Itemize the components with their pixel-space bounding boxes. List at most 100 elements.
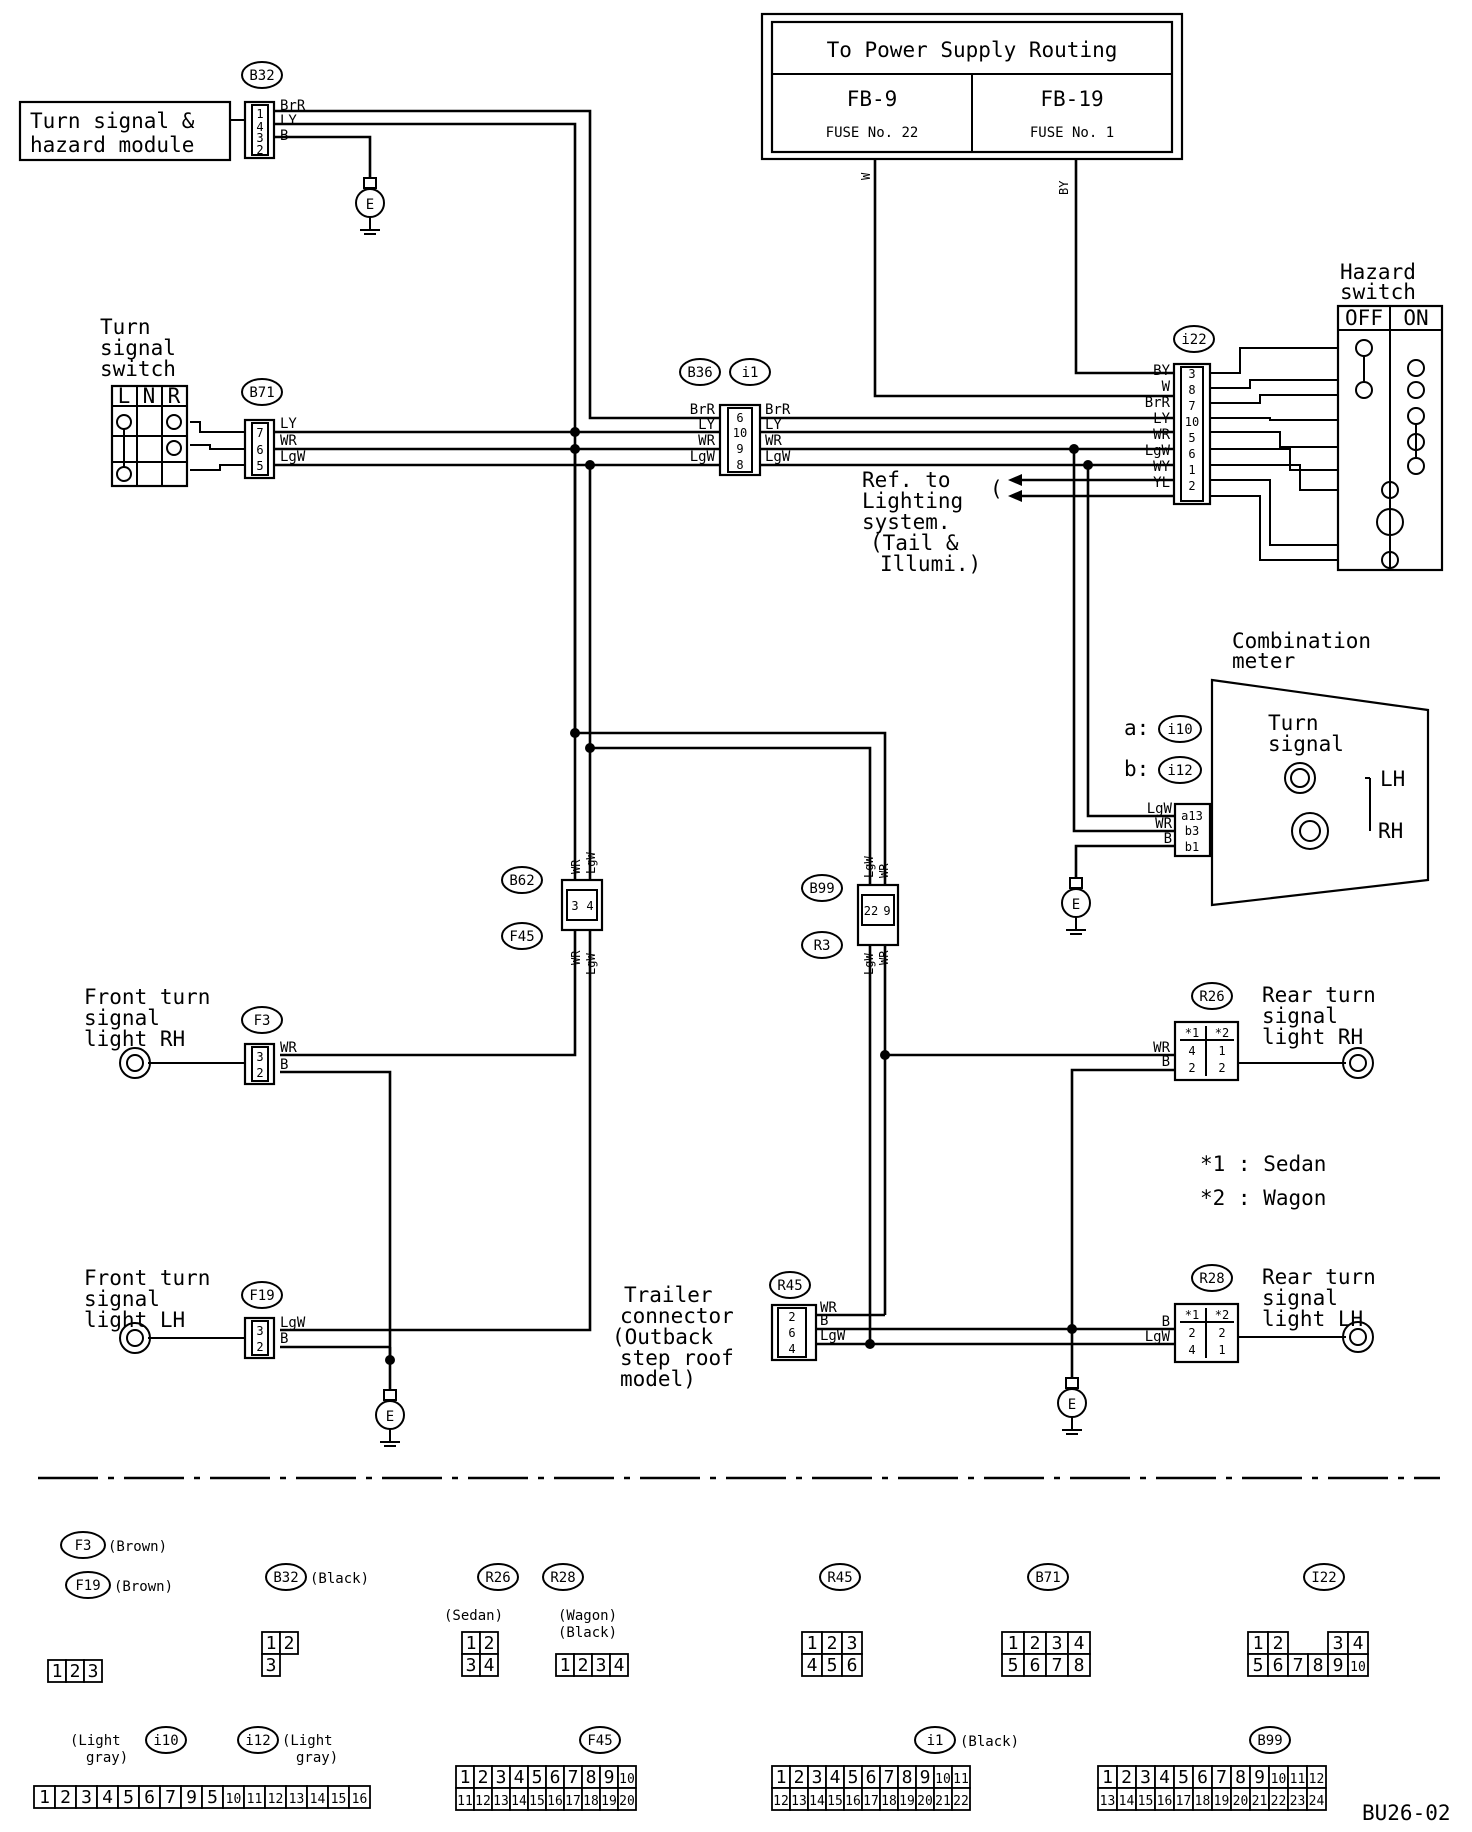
legend-pin: 12	[1309, 1772, 1325, 1787]
turn-switch-label-1: Turn	[100, 315, 151, 339]
b99-wire-label: WR	[877, 863, 891, 878]
legend-pin: 6	[847, 1655, 858, 1676]
b36-pin: 6	[736, 411, 743, 425]
legend-pin: 6	[866, 1767, 877, 1788]
legend-pin: 2	[1030, 1633, 1041, 1654]
r45-pin: 6	[788, 1326, 795, 1340]
r45-pin: 4	[788, 1342, 795, 1356]
r26-pin: 4	[1188, 1044, 1195, 1058]
legend-pin: 3	[266, 1655, 277, 1676]
r45-pin: 2	[788, 1310, 795, 1324]
legend-pin: 11	[953, 1772, 969, 1787]
wires	[148, 109, 1371, 1390]
switch-col-r: R	[168, 384, 181, 408]
connector-b71: B71 7 6 5 LY WR LgW	[241, 378, 306, 480]
trailer-label-4: step roof	[620, 1346, 734, 1370]
legend-i10-pre2: gray)	[86, 1750, 128, 1766]
legend-pin: 5	[532, 1767, 543, 1788]
i22-pin: 6	[1188, 447, 1195, 461]
legend-pin: 13	[289, 1792, 305, 1807]
b62-pin: 3	[571, 899, 578, 913]
i22-pin: 7	[1188, 399, 1195, 413]
i22-wire-label: WR	[1153, 427, 1170, 443]
legend-pin: 2	[578, 1655, 589, 1676]
r26-pin: 2	[1218, 1061, 1225, 1075]
legend-i12-post2: gray)	[296, 1750, 338, 1766]
b71-tag: B71	[249, 385, 274, 401]
legend-pin: 12	[773, 1794, 789, 1809]
legend-pin: 17	[1176, 1794, 1192, 1809]
meter-pin: b3	[1185, 824, 1199, 838]
b62-wire-label: WR	[569, 859, 583, 874]
legend-pin: 14	[809, 1794, 825, 1809]
legend-pin: 9	[1254, 1767, 1265, 1788]
b32-pin: 2	[256, 143, 263, 157]
b71-wire-label: WR	[280, 433, 297, 449]
i1-wire-label: LgW	[765, 449, 791, 465]
r26-hdr: *1	[1185, 1026, 1199, 1040]
legend-pin: 17	[565, 1794, 581, 1809]
legend-pin: 15	[1138, 1794, 1154, 1809]
legend-pin: 1	[39, 1787, 50, 1808]
ref-lighting-3: system.	[862, 510, 951, 534]
f3-pin: 2	[256, 1066, 263, 1080]
legend-pin: 3	[596, 1655, 607, 1676]
bulb-icon	[119, 1047, 151, 1079]
ref-lighting-5: Illumi.)	[880, 552, 981, 576]
ref-lighting-note: Ref. to Lighting system. (Tail & Illumi.…	[862, 468, 1022, 576]
legend-i22-tag: I22	[1311, 1570, 1336, 1586]
legend-i12-post: (Light	[282, 1733, 333, 1749]
legend-pin: 20	[1233, 1794, 1249, 1809]
turn-switch-label-3: switch	[100, 357, 176, 381]
power-supply-box: To Power Supply Routing FB-9 FUSE No. 22…	[760, 12, 1184, 161]
legend-pin: 7	[1052, 1655, 1063, 1676]
legend-b32-color: (Black)	[310, 1571, 369, 1587]
legend-pin: 5	[848, 1767, 859, 1788]
b71-pin: 7	[256, 426, 263, 440]
legend-pin: 12	[268, 1792, 284, 1807]
r26-pin: 2	[1188, 1061, 1195, 1075]
b36-pin: 8	[736, 458, 743, 472]
turn-signal-switch: Turn signal switch L N R	[100, 315, 189, 488]
legend-pin: 18	[881, 1794, 897, 1809]
ref-lighting-2: Lighting	[862, 489, 963, 513]
fb9-label: FB-9	[847, 87, 898, 111]
legend-pin: 4	[807, 1655, 818, 1676]
legend-f19-tag: F19	[75, 1578, 100, 1594]
legend-pin: 12	[475, 1794, 491, 1809]
r26-wire-label: WR	[1153, 1040, 1170, 1056]
legend-pin: 16	[845, 1794, 861, 1809]
legend-pin: 1	[1102, 1767, 1113, 1788]
i22-wire-label: BrR	[1145, 395, 1171, 411]
r45-wire-label: WR	[820, 1300, 837, 1316]
front-lh-label-1: Front turn	[84, 1266, 210, 1290]
legend-r28-tag: R28	[550, 1570, 575, 1586]
rear-lh-label-1: Rear turn	[1262, 1265, 1376, 1289]
connector-b62-f45: B62 F45 3 4 WR LgW WR LgW	[501, 852, 604, 975]
front-rh-label-1: Front turn	[84, 985, 210, 1009]
front-lh-label-2: signal	[84, 1287, 160, 1311]
ground-label: E	[1072, 897, 1080, 913]
legend-pin: 7	[884, 1767, 895, 1788]
legend-pin: 15	[827, 1794, 843, 1809]
ground-symbol: E	[1057, 1377, 1087, 1435]
legend-pin: 4	[102, 1787, 113, 1808]
ref-lighting-bracket-icon: (	[990, 477, 1003, 501]
i22-wire-label: YL	[1153, 475, 1170, 491]
b32-wire-label: B	[280, 128, 288, 144]
legend-pin: 6	[550, 1767, 561, 1788]
legend-pin: 2	[60, 1787, 71, 1808]
f3-wire-label: B	[280, 1057, 288, 1073]
switch-col-n: N	[143, 384, 156, 408]
legend-pin: 8	[1235, 1767, 1246, 1788]
legend-pin: 16	[352, 1792, 368, 1807]
b32-tag: B32	[249, 68, 274, 84]
i22-wire-label: LY	[1153, 411, 1170, 427]
r28-pin: 1	[1218, 1343, 1225, 1357]
front-turn-light-lh: Front turn signal light LH F19 3 2 LgW B	[84, 1266, 306, 1360]
legend-pin: 20	[619, 1794, 635, 1809]
legend-pin: 5	[123, 1787, 134, 1808]
legend-pin: 1	[52, 1661, 63, 1682]
f19-pin: 3	[256, 1324, 263, 1338]
rear-turn-light-lh: R28 Rear turn signal light LH *1 *2 2 2 …	[1145, 1264, 1376, 1364]
